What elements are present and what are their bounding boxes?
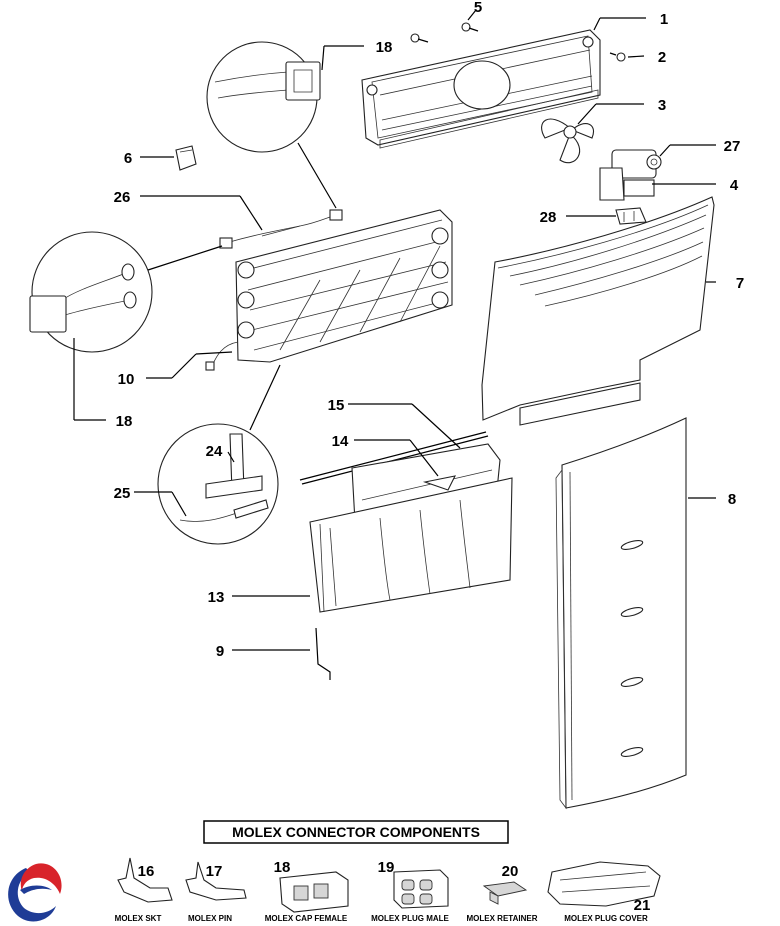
callout-5: 5: [474, 0, 482, 16]
callout-8: 8: [728, 491, 736, 508]
callout-10: 10: [118, 371, 135, 388]
callout-3: 3: [658, 97, 666, 114]
inset-connector-left: [29, 231, 153, 353]
part-9-wire-clip: [315, 627, 331, 680]
molex-18-caption: MOLEX CAP FEMALE: [265, 914, 348, 923]
part-8-tall-panel: [555, 417, 687, 810]
part-26-heater-wire: [219, 209, 343, 249]
callout-25: 25: [114, 485, 131, 502]
molex-item-18: 18 MOLEX CAP FEMALE: [265, 859, 349, 923]
inset-sensor-bottom: [157, 423, 279, 545]
brand-swirl-logo: [8, 863, 62, 922]
part-3-fan-blade: [541, 118, 594, 164]
callout-13: 13: [208, 589, 225, 606]
molex-item-17: 17 MOLEX PIN: [185, 861, 247, 923]
part-4-fan-motor: [599, 149, 662, 201]
part-10-evaporator: [205, 209, 453, 371]
molex-item-20: 20 MOLEX RETAINER: [467, 863, 538, 923]
part-13-drawer: [309, 477, 513, 613]
callout-6: 6: [124, 150, 132, 167]
callout-2: 2: [658, 49, 666, 66]
callout-15: 15: [328, 397, 345, 414]
inset-leader-lines: [147, 142, 337, 431]
callout-18-top: 18: [376, 39, 393, 56]
molex-16-num: 16: [138, 863, 155, 880]
molex-20-num: 20: [502, 863, 519, 880]
molex-17-caption: MOLEX PIN: [188, 914, 232, 923]
callout-7: 7: [736, 275, 744, 292]
callout-9: 9: [216, 643, 224, 660]
part-6-block: [175, 145, 197, 171]
callout-28: 28: [540, 209, 557, 226]
molex-item-19: 19 MOLEX PLUG MALE: [371, 859, 449, 923]
molex-components-section: MOLEX CONNECTOR COMPONENTS 16 MOLEX SKT …: [115, 820, 661, 923]
molex-18-num: 18: [274, 859, 291, 876]
inset-connector-top: [206, 41, 321, 153]
molex-21-num: 21: [634, 897, 651, 914]
molex-title-box: [203, 820, 509, 844]
molex-item-16: 16 MOLEX SKT: [115, 857, 173, 923]
molex-title: MOLEX CONNECTOR COMPONENTS: [232, 824, 480, 840]
part-7-back-panel: [481, 196, 715, 426]
callout-27: 27: [724, 138, 741, 155]
callout-numbers: 5 1 2 3 27 4 28 6 26 18 7 8 10 18 15 14 …: [114, 0, 745, 660]
callout-14: 14: [332, 433, 349, 450]
molex-16-caption: MOLEX SKT: [115, 914, 162, 923]
part-2-screw: [609, 52, 626, 62]
molex-20-caption: MOLEX RETAINER: [467, 914, 538, 923]
part-5-screws: [410, 22, 479, 43]
part-1-fan-housing: [361, 29, 601, 149]
callout-26: 26: [114, 189, 131, 206]
part-28-clip: [615, 207, 647, 225]
molex-17-num: 17: [206, 863, 223, 880]
callout-18-left: 18: [116, 413, 133, 430]
molex-21-caption: MOLEX PLUG COVER: [564, 914, 648, 923]
callout-1: 1: [660, 11, 668, 28]
callout-leaders: [73, 9, 716, 651]
molex-item-21: 21 MOLEX PLUG COVER: [547, 861, 661, 923]
molex-19-num: 19: [378, 859, 395, 876]
callout-24: 24: [206, 443, 223, 460]
callout-4: 4: [730, 177, 739, 194]
molex-19-caption: MOLEX PLUG MALE: [371, 914, 449, 923]
